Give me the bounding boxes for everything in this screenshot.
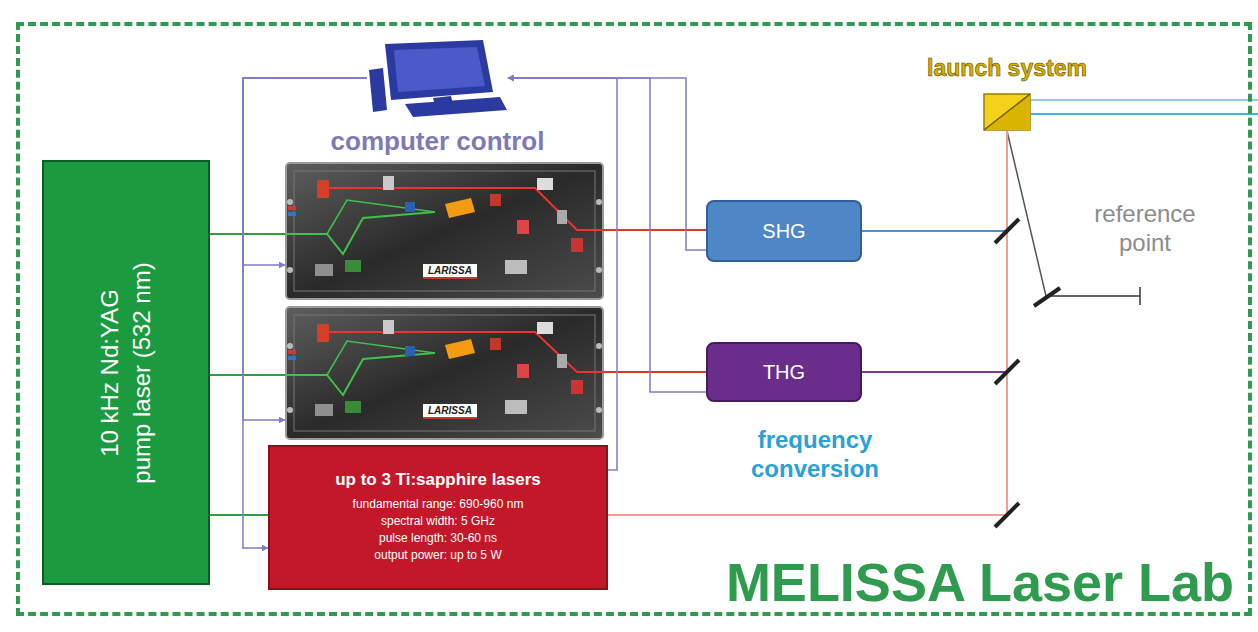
graphic-part [288,350,296,354]
graphic-part [287,407,293,413]
graphic-part [327,200,435,234]
graphic-part [369,68,387,112]
info-box: up to 3 Ti:sapphire lasers fundamental ra… [268,445,608,590]
graphic-part [984,94,1030,130]
graphic-part [288,356,296,360]
graphic-part [490,194,501,206]
node-label: launch system [927,55,1087,82]
graphic-part [287,267,293,273]
graphic-part [285,212,435,254]
graphic-part [596,407,602,413]
computer-icon: computer control [367,40,508,118]
laser-photo: LARISSA [285,306,604,440]
node-label: THG [763,361,805,384]
beam-splitter-cube: launch system [983,93,1031,131]
graphic-part [288,206,296,210]
node-label: SHG [762,220,805,243]
region-title: MELISSA Laser Lab [726,553,1234,612]
beam-splitter-drawing [983,93,1031,131]
node-label: 10 kHz Nd:YAG pump laser (532 nm) [94,257,159,489]
laser-photo: LARISSA [285,162,604,300]
node-label: fundamental range: 690-960 nm [353,497,524,511]
graphic-part [405,97,507,117]
graphic-part [325,188,604,230]
graphic-part [596,343,602,349]
graphic-part [490,338,501,350]
graphic-part [557,354,567,368]
graphic-part [383,176,394,190]
mirror-symbol [995,360,1019,384]
mirror-symbol [995,503,1019,527]
computer-icon-drawing [367,40,508,118]
output-beam [1031,99,1258,101]
graphic-part [537,322,553,334]
graphic-part [287,343,293,349]
graphic-part [505,260,527,274]
graphic-part [345,260,361,272]
lab-region: MELISSA Laser Lab computer control launch … [16,22,1252,616]
node-label: pulse length: 30-60 ns [379,531,497,545]
graphic-part [315,264,333,276]
graphic-part [325,332,604,372]
beam-connector [608,131,1007,515]
graphic-part [517,220,529,234]
graphic-part [317,180,329,198]
mirror-symbol [1034,288,1060,306]
graphic-part [286,307,603,439]
graphic-part [286,163,603,299]
graphic-part [557,210,567,224]
node-label: up to 3 Ti:sapphire lasers [335,470,541,490]
beam-connector [210,233,285,235]
logo-label: LARISSA [423,264,477,279]
beam-connector [604,371,706,373]
process-box: SHG [706,200,862,262]
pump-laser-box: 10 kHz Nd:YAG pump laser (532 nm) [42,160,210,585]
graphic-part [596,267,602,273]
group-label: frequency conversion [712,426,918,484]
graphic-part [315,404,333,416]
beam-connector [862,131,1007,231]
process-box: THG [706,342,862,402]
graphic-part [405,202,415,212]
mirror-symbol [995,219,1019,243]
laser-photo-drawing [285,162,604,300]
graphic-part [288,212,296,216]
reference-line [1050,295,1140,297]
beam-connector [862,131,1007,372]
reference-tick [1139,287,1141,305]
graphic-part [287,199,293,205]
node-label: output power: up to 5 W [374,548,501,562]
reference-label: reference point [1065,200,1225,258]
graphic-part [317,324,329,342]
reference-beam [1007,131,1046,296]
graphic-part [445,198,475,218]
graphic-part [505,400,527,414]
laser-photo-drawing [285,306,604,440]
beam-connector [604,229,706,231]
graphic-part [394,47,485,92]
graphic-part [537,178,553,190]
graphic-part [445,339,475,359]
graphic-part [984,94,1030,130]
graphic-part [405,346,415,356]
node-label: spectral width: 5 GHz [381,514,495,528]
beam-connector [210,514,268,516]
beam-connector [210,374,285,376]
graphic-part [285,353,435,395]
logo-label: LARISSA [423,404,477,419]
graphic-part [383,320,394,334]
output-beam [1031,113,1258,115]
graphic-part [984,94,1030,130]
graphic-part [571,380,583,394]
graphic-part [345,401,361,413]
graphic-part [517,364,529,378]
graphic-part [596,199,602,205]
node-label: computer control [331,126,545,157]
graphic-part [571,238,583,252]
graphic-part [327,341,435,375]
graphic-part [385,40,493,100]
